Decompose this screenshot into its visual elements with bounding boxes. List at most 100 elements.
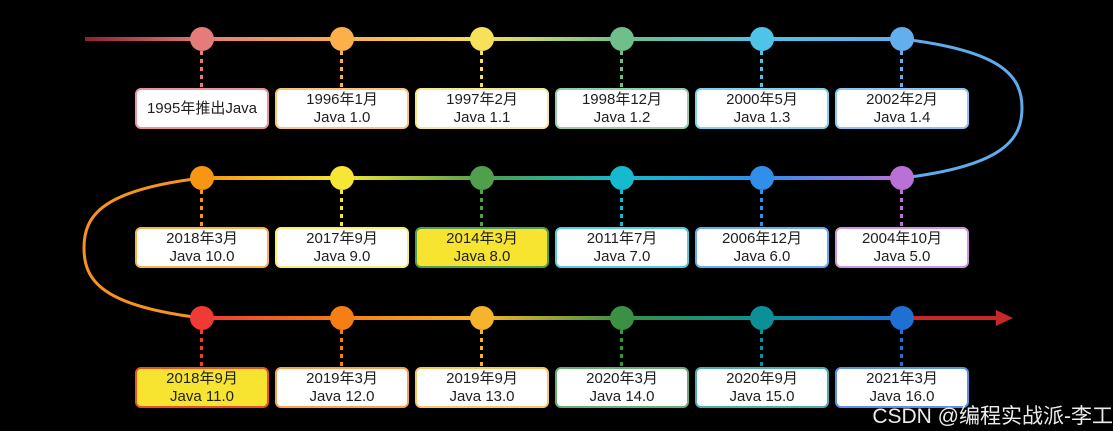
milestone-date: 2000年5月	[726, 90, 798, 108]
milestone-version: Java 14.0	[589, 387, 655, 405]
dotted-connector	[620, 51, 623, 88]
line-segment	[482, 316, 622, 320]
milestone-date: 2014年3月	[446, 229, 518, 247]
dotted-connector	[620, 190, 623, 227]
milestone-date: 2004年10月	[861, 229, 943, 247]
milestone-date: 2020年3月	[586, 369, 658, 387]
milestone-date: 1996年1月	[306, 90, 378, 108]
milestone-version: Java 9.0	[313, 247, 371, 265]
line-segment	[202, 37, 342, 41]
milestone-dot	[890, 166, 914, 190]
milestone-version: Java 12.0	[309, 387, 375, 405]
milestone-dot	[610, 306, 634, 330]
arrow-head-icon	[996, 310, 1013, 326]
dotted-connector	[480, 51, 483, 88]
milestone-card-highlighted: 2018年9月 Java 11.0	[135, 367, 269, 408]
line-segment	[762, 37, 902, 41]
milestone-card: 1998年12月 Java 1.2	[555, 88, 689, 129]
arrow-shaft	[902, 316, 998, 320]
line-segment	[202, 176, 342, 180]
line-segment	[342, 37, 482, 41]
milestone-version: Java 8.0	[453, 247, 511, 265]
milestone-card: 2020年9月 Java 15.0	[695, 367, 829, 408]
milestone-date: 2018年3月	[166, 229, 238, 247]
dotted-connector	[340, 51, 343, 88]
milestone-date: 2019年3月	[306, 369, 378, 387]
milestone-date: 2017年9月	[306, 229, 378, 247]
dotted-connector	[760, 51, 763, 88]
milestone-card: 2004年10月 Java 5.0	[835, 227, 969, 268]
milestone-dot	[190, 27, 214, 51]
milestone-card: 2000年5月 Java 1.3	[695, 88, 829, 129]
line-segment	[622, 176, 762, 180]
dotted-connector	[900, 51, 903, 88]
line-segment	[622, 316, 762, 320]
milestone-card: 2021年3月 Java 16.0	[835, 367, 969, 408]
milestone-dot	[890, 306, 914, 330]
milestone-card: 1995年推出Java	[135, 88, 269, 129]
milestone-version: Java 15.0	[729, 387, 795, 405]
dotted-connector	[200, 330, 203, 367]
milestone-dot	[750, 27, 774, 51]
dotted-connector	[900, 190, 903, 227]
dotted-connector	[340, 190, 343, 227]
dotted-connector	[620, 330, 623, 367]
dotted-connector	[480, 330, 483, 367]
milestone-date: 1997年2月	[446, 90, 518, 108]
milestone-dot	[330, 27, 354, 51]
milestone-card: 2002年2月 Java 1.4	[835, 88, 969, 129]
milestone-dot	[610, 27, 634, 51]
milestone-card: 1996年1月 Java 1.0	[275, 88, 409, 129]
line-segment	[482, 176, 622, 180]
dotted-connector	[900, 330, 903, 367]
milestone-date: 1998年12月	[581, 90, 663, 108]
milestone-dot	[470, 306, 494, 330]
line-segment	[202, 316, 342, 320]
milestone-version: Java 11.0	[170, 387, 234, 405]
line-segment	[622, 37, 762, 41]
milestone-card: 2019年9月 Java 13.0	[415, 367, 549, 408]
milestone-card-highlighted: 2014年3月 Java 8.0	[415, 227, 549, 268]
milestone-card: 2020年3月 Java 14.0	[555, 367, 689, 408]
milestone-card: 2011年7月 Java 7.0	[555, 227, 689, 268]
dotted-connector	[200, 51, 203, 88]
milestone-date: 2011年7月	[586, 229, 658, 247]
dotted-connector	[480, 190, 483, 227]
milestone-dot	[890, 27, 914, 51]
milestone-version: Java 13.0	[449, 387, 515, 405]
milestone-version: Java 6.0	[733, 247, 791, 265]
milestone-date: 2021年3月	[866, 369, 938, 387]
milestone-version: Java 1.4	[873, 108, 931, 126]
line-segment	[762, 176, 902, 180]
right-curve	[900, 37, 1024, 180]
line-segment	[482, 37, 622, 41]
milestone-version: Java 1.2	[593, 108, 651, 126]
dotted-connector	[200, 190, 203, 227]
milestone-date: 2020年9月	[726, 369, 798, 387]
milestone-dot	[330, 166, 354, 190]
line-segment	[342, 176, 482, 180]
milestone-dot	[470, 27, 494, 51]
milestone-date: 2006年12月	[721, 229, 803, 247]
milestone-card: 2006年12月 Java 6.0	[695, 227, 829, 268]
left-curve	[82, 176, 204, 320]
milestone-dot	[190, 306, 214, 330]
milestone-version: Java 1.1	[453, 108, 511, 126]
watermark: CSDN @编程实战派-李工	[872, 405, 1113, 428]
milestone-dot	[610, 166, 634, 190]
milestone-date: 2018年9月	[166, 369, 238, 387]
milestone-card: 2017年9月 Java 9.0	[275, 227, 409, 268]
milestone-dot	[330, 306, 354, 330]
milestone-version: Java 1.0	[313, 108, 371, 126]
milestone-version: Java 1.3	[733, 108, 791, 126]
milestone-card: 1997年2月 Java 1.1	[415, 88, 549, 129]
dotted-connector	[340, 330, 343, 367]
milestone-card: 2019年3月 Java 12.0	[275, 367, 409, 408]
milestone-card: 2018年3月 Java 10.0	[135, 227, 269, 268]
milestone-version: Java 16.0	[869, 387, 935, 405]
line-segment	[342, 316, 482, 320]
milestone-version: Java 10.0	[169, 247, 235, 265]
milestone-date: 2019年9月	[446, 369, 518, 387]
